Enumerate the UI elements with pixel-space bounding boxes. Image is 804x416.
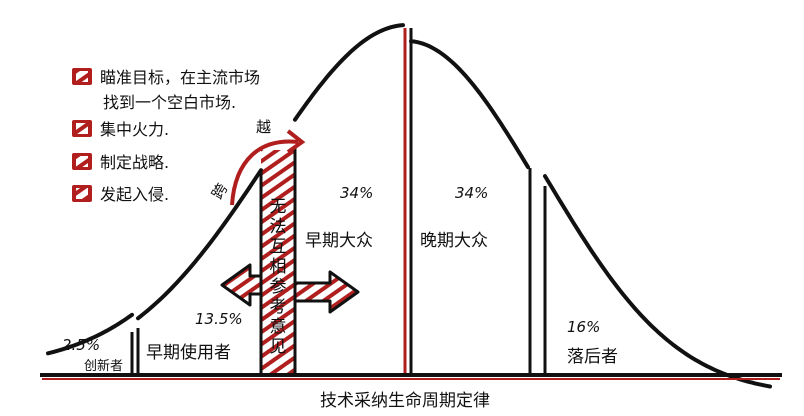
curve-early-majority (293, 23, 405, 122)
legend-item: 瞄准目标，在主流市场 (100, 68, 260, 87)
svg-text:见: 见 (270, 337, 287, 357)
svg-text:无: 无 (270, 197, 287, 217)
diagram-title: 技术采纳生命周期定律 (320, 391, 490, 411)
curve-early-adopters (136, 168, 263, 321)
arrow-left-icon (220, 263, 263, 307)
legend-marker-icon (72, 153, 92, 170)
legend-item: 找到一个空白市场. (103, 93, 236, 112)
innovators-percent: 2.5% (62, 336, 100, 354)
early-adopters-label: 早期使用者 (146, 342, 231, 363)
late-majority-percent: 34% (455, 184, 488, 202)
curve-innovators (46, 312, 134, 356)
early-majority-percent: 34% (340, 184, 373, 202)
legend-item: 制定战略. (100, 153, 169, 172)
leap-end-label: 越 (256, 118, 271, 136)
svg-text:意: 意 (270, 317, 287, 337)
chasm-text: 无 法 互 相 参 考 意 见 (270, 197, 287, 357)
svg-text:考: 考 (270, 297, 287, 317)
leap-start-label: 跨 (208, 180, 231, 202)
legend-item: 集中火力. (100, 120, 169, 139)
svg-text:互: 互 (270, 237, 287, 257)
late-majority-label: 晚期大众 (420, 231, 488, 251)
svg-text:法: 法 (270, 217, 287, 237)
legend: 瞄准目标，在主流市场 找到一个空白市场. 集中火力. 制定战略. 发起入侵. (72, 68, 260, 204)
legend-item: 发起入侵. (100, 185, 169, 204)
arrow-right-icon (293, 270, 360, 314)
chasm-column (261, 150, 295, 375)
svg-text:相: 相 (270, 257, 287, 277)
leap-arc (230, 139, 299, 206)
legend-marker-icon (72, 68, 92, 85)
innovators-label: 创新者 (84, 358, 123, 374)
early-adopters-percent: 13.5% (195, 310, 243, 328)
segment-dividers (130, 28, 547, 375)
legend-marker-icon (72, 185, 92, 202)
legend-marker-icon (72, 120, 92, 137)
laggards-percent: 16% (567, 318, 600, 336)
leap-arrowhead-icon (286, 129, 306, 154)
laggards-label: 落后者 (567, 347, 618, 367)
svg-text:参: 参 (270, 277, 287, 297)
early-majority-label: 早期大众 (305, 231, 373, 251)
curve-late-majority (409, 39, 530, 170)
